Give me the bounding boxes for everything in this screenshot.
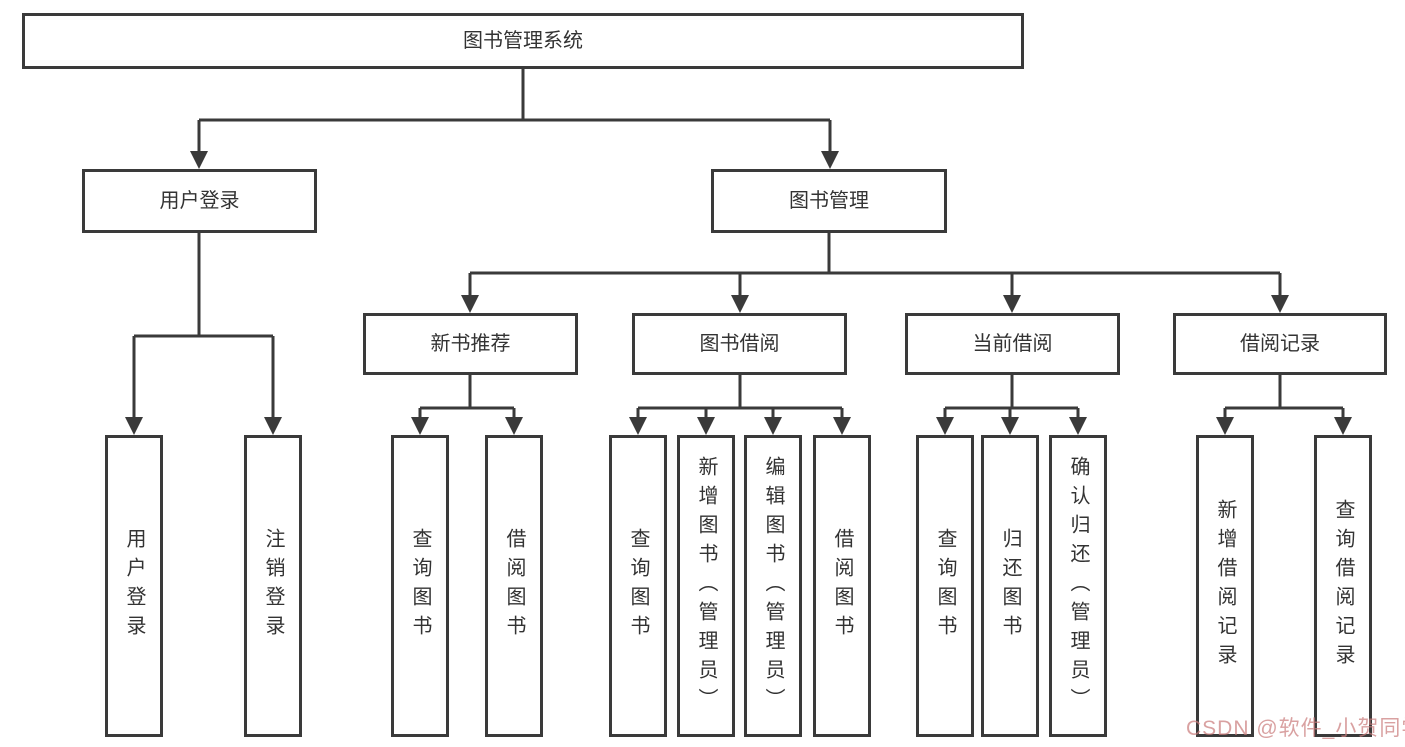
node-leaf-borrow-books-recommend: 借阅图书 <box>485 435 543 737</box>
leaf-label: 查询图书 <box>934 528 956 644</box>
leaf-label: 用户登录 <box>123 528 145 644</box>
node-book-management: 图书管理 <box>711 169 947 233</box>
node-current-borrowing: 当前借阅 <box>905 313 1120 375</box>
node-leaf-confirm-return-admin: 确认归还（管理员） <box>1049 435 1107 737</box>
node-user-login: 用户登录 <box>82 169 317 233</box>
node-leaf-query-books-recommend: 查询图书 <box>391 435 449 737</box>
node-leaf-query-books-borrow: 查询图书 <box>609 435 667 737</box>
leaf-label: 确认归还（管理员） <box>1067 455 1089 717</box>
leaf-label: 查询图书 <box>627 528 649 644</box>
leaf-label: 编辑图书（管理员） <box>762 455 784 717</box>
node-leaf-add-books-admin: 新增图书（管理员） <box>677 435 735 737</box>
node-leaf-return-books: 归还图书 <box>981 435 1039 737</box>
node-leaf-logout: 注销登录 <box>244 435 302 737</box>
node-borrowing-records: 借阅记录 <box>1173 313 1387 375</box>
node-book-borrowing: 图书借阅 <box>632 313 847 375</box>
node-leaf-borrow-books: 借阅图书 <box>813 435 871 737</box>
node-leaf-query-books-current: 查询图书 <box>916 435 974 737</box>
leaf-label: 查询借阅记录 <box>1332 499 1354 673</box>
leaf-label: 借阅图书 <box>503 528 525 644</box>
leaf-label: 查询图书 <box>409 528 431 644</box>
node-library-management-system: 图书管理系统 <box>22 13 1024 69</box>
leaf-label: 归还图书 <box>999 528 1021 644</box>
node-new-book-recommendation: 新书推荐 <box>363 313 578 375</box>
csdn-watermark: CSDN @软件_小贺同学 <box>1186 717 1405 740</box>
leaf-label: 新增借阅记录 <box>1214 499 1236 673</box>
leaf-label: 注销登录 <box>262 528 284 644</box>
node-leaf-edit-books-admin: 编辑图书（管理员） <box>744 435 802 737</box>
leaf-label: 新增图书（管理员） <box>695 455 717 717</box>
node-leaf-query-borrow-record: 查询借阅记录 <box>1314 435 1372 737</box>
node-leaf-user-login: 用户登录 <box>105 435 163 737</box>
node-leaf-add-borrow-record: 新增借阅记录 <box>1196 435 1254 737</box>
leaf-label: 借阅图书 <box>831 528 853 644</box>
